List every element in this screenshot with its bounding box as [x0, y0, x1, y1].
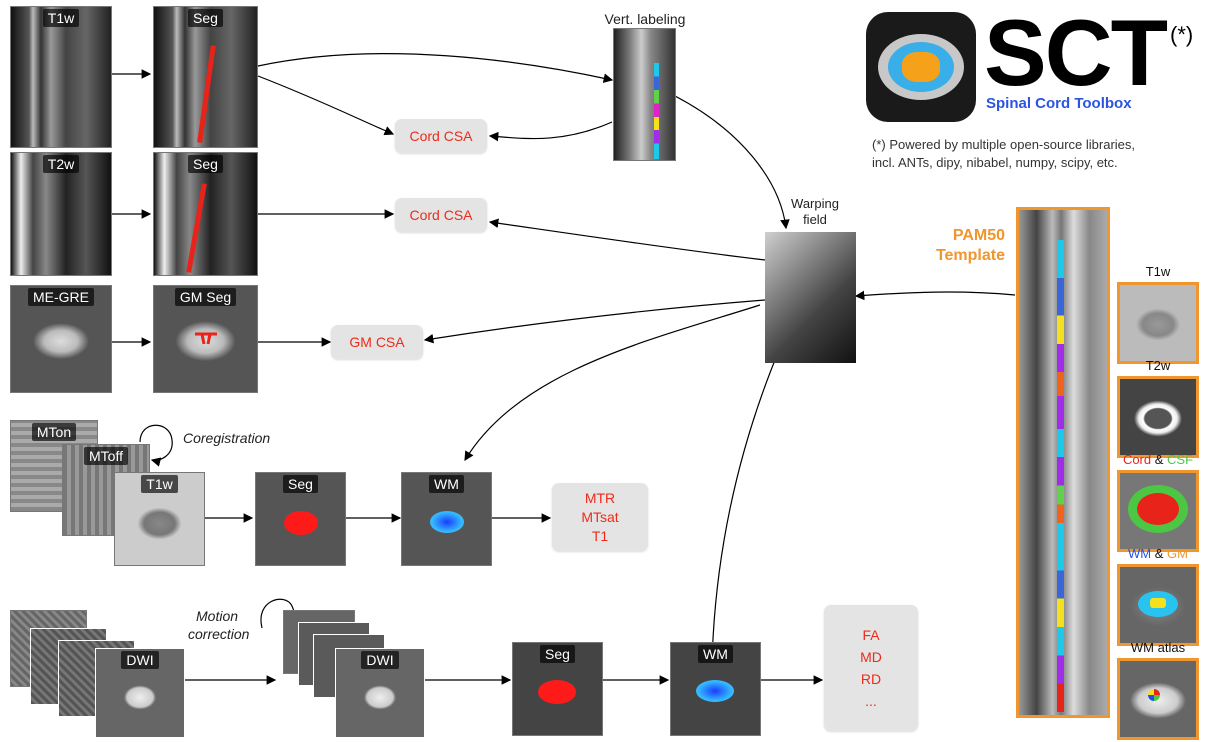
tpl-t1w-label: T1w	[1145, 264, 1171, 279]
tpl-wm-text: WM	[1128, 546, 1152, 561]
footnote-line-1: (*) Powered by multiple open-source libr…	[872, 137, 1136, 152]
cord-csa-text-2: Cord CSA	[409, 206, 473, 223]
t2w-sagittal-image: T2w	[10, 152, 112, 276]
megre-label: ME-GRE	[28, 288, 94, 306]
megre-axial-image: ME-GRE	[10, 285, 112, 393]
mt-output-2: MTsat	[581, 508, 619, 525]
wm-mask-dwi	[696, 680, 734, 702]
tpl-amp1: &	[1154, 452, 1164, 467]
dwi-output-2: MD	[860, 649, 882, 665]
pam50-title-2: Template	[935, 247, 1005, 264]
seg-label-5: Seg	[540, 645, 575, 663]
dwi-moco-image: DWI	[335, 648, 425, 738]
cord-segmentation-mask	[197, 45, 216, 143]
warping-label-2: field	[803, 212, 827, 227]
tpl-cord-csf-label: Cord & CSF	[1103, 452, 1213, 467]
pam50-sagittal-image	[1016, 207, 1110, 718]
sct-logo-icon	[866, 12, 976, 122]
dwi-label-2: DWI	[361, 651, 399, 669]
tpl-t2w-label: T2w	[1145, 358, 1171, 373]
gm-seg-axial-image: GM Seg	[153, 285, 258, 393]
sct-logo-subtitle: Spinal Cord Toolbox	[986, 95, 1132, 112]
wm-label-5: WM	[698, 645, 733, 663]
pam50-vertebral-labels	[1057, 240, 1064, 712]
cord-csa-box-2: Cord CSA	[395, 198, 487, 232]
pam50-title-1: PAM50	[952, 227, 1005, 244]
coregistration-note: Coregistration	[183, 430, 271, 446]
tpl-wm-atlas-image	[1117, 658, 1199, 740]
sct-logo-asterisk: (*)	[1170, 22, 1194, 47]
vertebral-label-colors	[654, 63, 659, 159]
t1w-axial-image: T1w	[114, 472, 205, 566]
seg-t2w-image: Seg	[153, 152, 258, 276]
tpl-wm-gm-label: WM & GM	[1103, 546, 1213, 561]
seg-label-2: Seg	[188, 155, 223, 173]
mt-output-1: MTR	[584, 489, 616, 506]
tpl-wm-gm-image	[1117, 564, 1199, 646]
wm-mask-mt	[430, 511, 464, 533]
cord-seg-mask-mt	[284, 511, 318, 535]
tpl-t2w-image	[1117, 376, 1199, 458]
sct-footnote: (*) Powered by multiple open-source libr…	[872, 136, 1135, 172]
tpl-t1w-image	[1117, 282, 1199, 364]
tpl-wm-atlas-label: WM atlas	[1130, 640, 1186, 655]
footnote-line-2: incl. ANTs, dipy, nibabel, numpy, scipy,…	[872, 155, 1118, 170]
gm-segmentation-mask	[195, 332, 217, 345]
t1w-sagittal-image: T1w	[10, 6, 112, 148]
vertebral-labeling-image	[613, 28, 676, 161]
seg-label-1: Seg	[188, 9, 223, 27]
wm-axial-mt-image: WM	[401, 472, 492, 566]
mton-label: MTon	[31, 423, 77, 441]
t2w-label: T2w	[42, 155, 80, 173]
tpl-cord-text: Cord	[1122, 452, 1152, 467]
tpl-gm-text: GM	[1167, 546, 1188, 561]
motion-correction-note-1: Motion	[196, 608, 239, 624]
warping-label-1: Warping	[791, 196, 839, 211]
dwi-outputs-box: FA MD RD ...	[824, 605, 918, 731]
seg-axial-mt-image: Seg	[255, 472, 346, 566]
warping-field-label: Warping field	[775, 196, 855, 228]
dwi-label-1: DWI	[121, 651, 159, 669]
cord-csa-text-1: Cord CSA	[409, 127, 473, 144]
dwi-output-4: ...	[865, 693, 877, 709]
warping-field-image	[765, 232, 856, 363]
t1w-axial-label: T1w	[141, 475, 178, 493]
tpl-amp2: &	[1154, 546, 1164, 561]
mt-outputs-box: MTR MTsat T1	[552, 483, 648, 551]
vert-labeling-label: Vert. labeling	[604, 11, 686, 27]
cord-seg-mask-dwi	[538, 680, 576, 704]
sct-logo-text: SCT	[984, 0, 1168, 105]
motion-correction-note-2: correction	[188, 626, 250, 642]
tpl-cord-csf-image	[1117, 470, 1199, 552]
seg-sagittal-image: Seg	[153, 6, 258, 148]
tpl-csf-text: CSF	[1167, 452, 1194, 467]
dwi-output-3: RD	[860, 671, 882, 687]
gm-csa-text: GM CSA	[349, 333, 405, 350]
gm-csa-box: GM CSA	[331, 325, 423, 359]
dwi-output-1: FA	[862, 627, 880, 643]
cord-segmentation-mask-t2	[186, 183, 207, 273]
mtoff-label: MToff	[84, 447, 128, 465]
gmseg-label: GM Seg	[174, 288, 237, 306]
seg-label-4: Seg	[283, 475, 318, 493]
wm-label-4: WM	[429, 475, 464, 493]
cord-csa-box-1: Cord CSA	[395, 119, 487, 153]
wm-axial-dwi-image: WM	[670, 642, 761, 736]
mt-output-3: T1	[591, 527, 609, 544]
t1w-label: T1w	[42, 9, 80, 27]
seg-axial-dwi-image: Seg	[512, 642, 603, 736]
pam50-title: PAM50 Template	[935, 226, 1005, 266]
dwi-raw-image: DWI	[95, 648, 185, 738]
